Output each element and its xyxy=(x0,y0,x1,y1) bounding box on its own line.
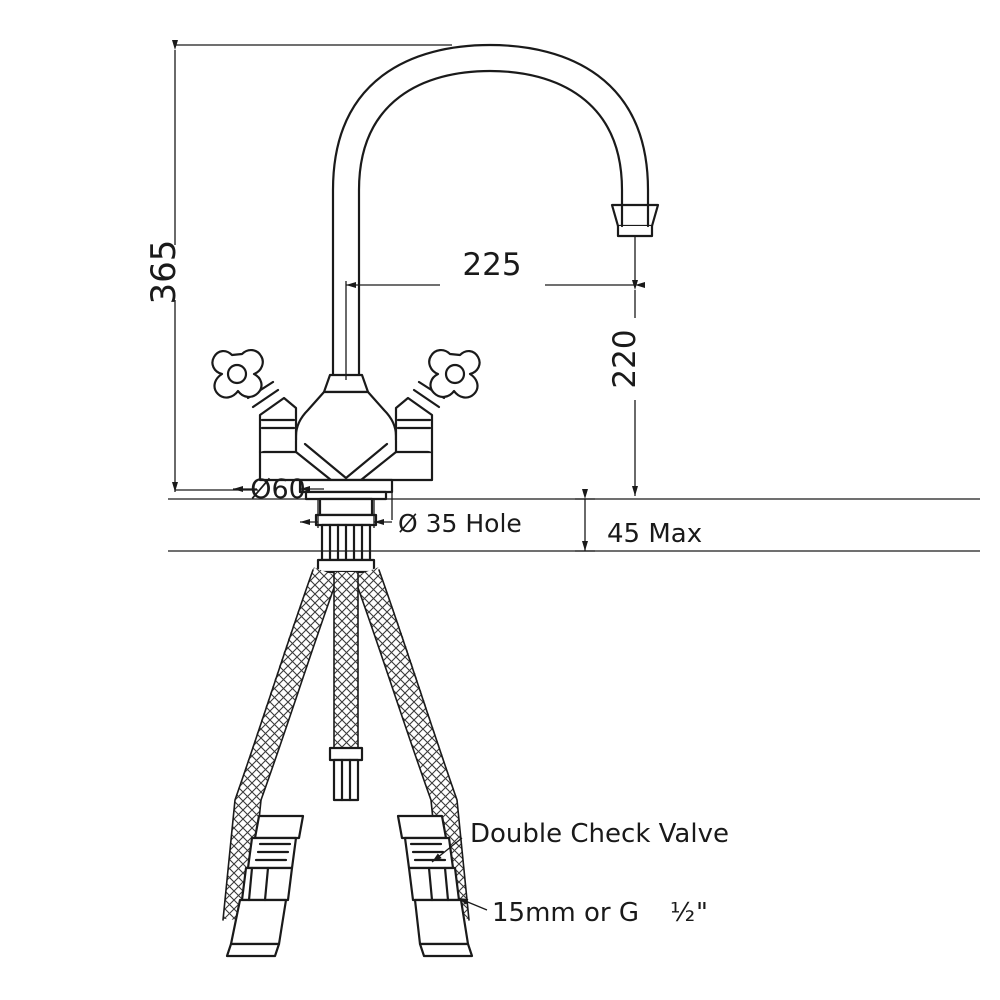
dimension-labels: 365 225 220 Ø60 Ø 35 Hole 45 Max Double … xyxy=(144,240,729,928)
dim-spout-height: 220 xyxy=(607,329,643,388)
label-connection-size: 15mm or G ½ " xyxy=(492,898,708,928)
dim-base-diameter: Ø60 xyxy=(250,474,306,505)
label-double-check-valve: Double Check Valve xyxy=(470,819,729,849)
dim-spout-reach: 225 xyxy=(462,247,521,283)
svg-text:15mm or G: 15mm or G xyxy=(492,898,639,928)
left-hose-fitting xyxy=(225,814,305,958)
dim-hole-diameter: Ø 35 Hole xyxy=(398,509,522,538)
svg-text:½: ½ xyxy=(670,898,695,928)
right-handle xyxy=(394,349,481,454)
dimension-lines xyxy=(168,40,980,911)
svg-text:": " xyxy=(696,898,708,928)
dim-height-total: 365 xyxy=(144,240,184,305)
left-handle xyxy=(211,349,298,454)
dim-deck-thickness: 45 Max xyxy=(607,519,702,549)
